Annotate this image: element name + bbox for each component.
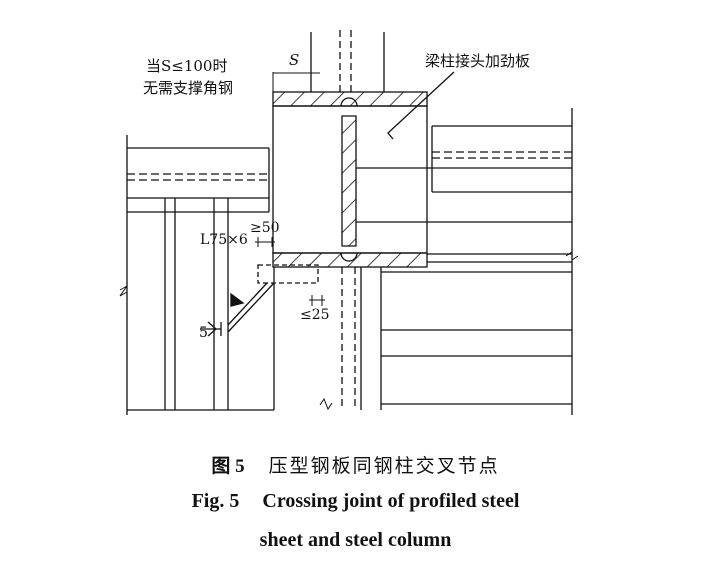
top-flange-plate [272, 91, 428, 107]
right-beam [356, 108, 579, 415]
gap25-label: ≤25 [300, 307, 330, 323]
stiffener-leader [387, 71, 455, 140]
caption-en-line2: sheet and steel column [259, 529, 452, 551]
weld-size-label: 5 [199, 325, 208, 341]
upper-column-stub [310, 30, 385, 92]
web-scallop-top [340, 97, 358, 107]
stiffener-label: 梁柱接头加劲板 [425, 52, 531, 70]
caption-en-prefix: Fig. 5 [191, 490, 240, 512]
caption-en-title1: Crossing joint of profiled steel [262, 490, 520, 512]
gap25-dim [309, 295, 325, 306]
caption-cn-prefix: 图 5 [211, 456, 245, 477]
gap50-label: ≥50 [250, 220, 280, 236]
caption-cn: 图 5 压型钢板同钢柱交叉节点 [0, 451, 711, 478]
gap50-dim [255, 237, 275, 247]
support-angle [200, 264, 319, 337]
s-condition-line1: 当S≤100时 [146, 57, 228, 75]
joint-drawing [119, 30, 579, 415]
s-condition-line2: 无需支撑角钢 [143, 79, 234, 97]
s-dimension [272, 68, 320, 92]
lower-column [273, 267, 382, 411]
caption-cn-title: 压型钢板同钢柱交叉节点 [268, 455, 500, 477]
angle-label: L75×6 [200, 232, 248, 248]
caption-en-line1: Fig. 5 Crossing joint of profiled steel [0, 490, 711, 513]
s-dimension-label: S [289, 51, 300, 69]
bottom-flange-plate [272, 252, 428, 268]
column-web [341, 115, 357, 247]
left-beam [119, 135, 274, 415]
